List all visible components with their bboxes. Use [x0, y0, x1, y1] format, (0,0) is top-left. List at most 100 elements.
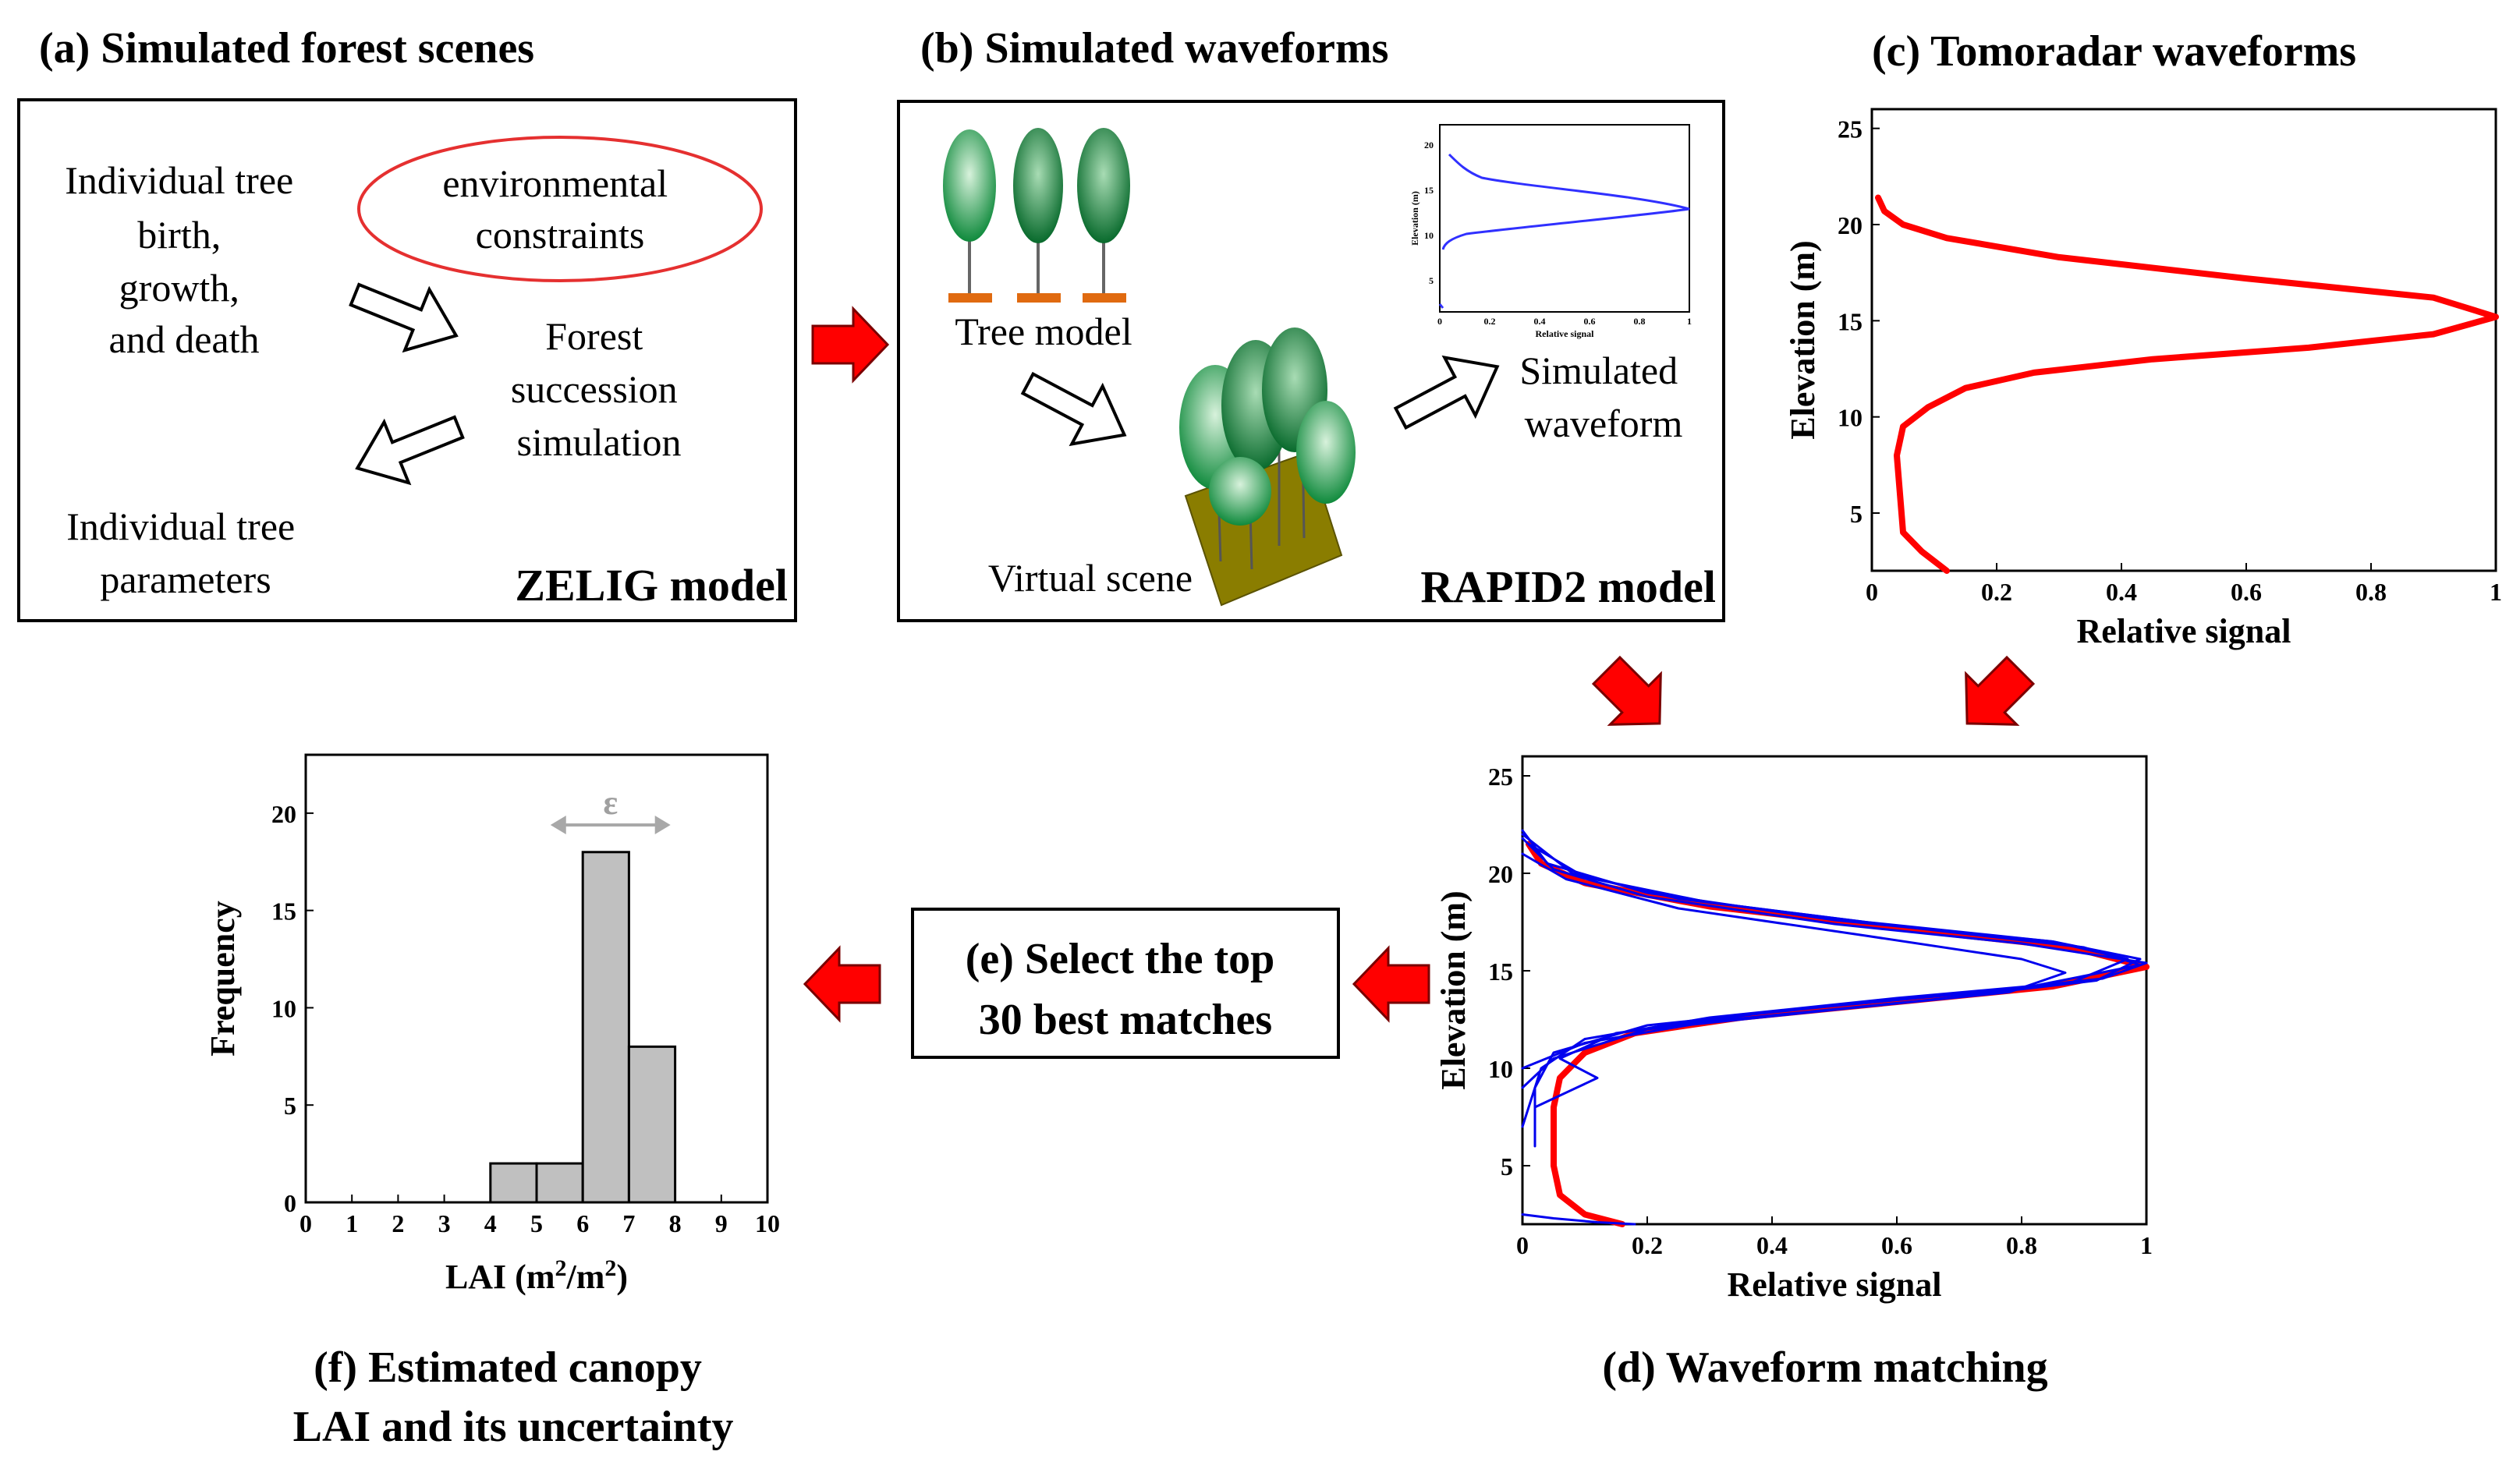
birth-growth-death-text: Individual tree birth, growth, and death: [65, 158, 303, 361]
y-tick-label: 15: [271, 897, 296, 926]
waveform-series-line: [1521, 1213, 1636, 1226]
individual-tree-parameters-text: Individual tree parameters: [66, 504, 304, 601]
y-tick-label: 0: [284, 1189, 296, 1217]
inset-waveform-curve: [1438, 153, 1690, 309]
inset-ylabel: Elevation (m): [1409, 191, 1420, 246]
inset-xtick: 0: [1437, 316, 1442, 327]
hollow-arrow-to-scene-icon: [1020, 371, 1127, 447]
waveform-series-line: [1521, 837, 2148, 1109]
x-tick-label: 3: [438, 1209, 451, 1237]
histogram-bar: [489, 1162, 538, 1204]
y-tick-label: 5: [1501, 1152, 1513, 1181]
zelig-model-label: ZELIG model: [515, 560, 788, 611]
waveform-series-line: [1521, 833, 2129, 1128]
x-tick-label: 1: [2140, 1231, 2153, 1259]
y-tick-label: 20: [1838, 211, 1863, 239]
epsilon-label: ε: [603, 784, 618, 822]
hollow-arrow-left-icon: [355, 415, 465, 486]
y-tick-label: 15: [1488, 958, 1513, 986]
waveform-series-line: [1521, 852, 2067, 1089]
x-axis-label: Relative signal: [1728, 1266, 1942, 1304]
panel-c-title: (c) Tomoradar waveforms: [1872, 27, 2356, 76]
x-axis-label: LAI (m2/m2): [445, 1255, 628, 1297]
inset-xtick: 1: [1687, 316, 1692, 327]
inset-ytick: 15: [1424, 185, 1434, 196]
x-tick-label: 4: [484, 1209, 497, 1237]
panel-f-title: (f) Estimated canopy LAI and its uncerta…: [293, 1343, 734, 1451]
panel-b-title: (b) Simulated waveforms: [920, 24, 1388, 73]
tree-model-3: [1077, 128, 1130, 303]
x-tick-label: 2: [392, 1209, 404, 1237]
panel-d-title: (d) Waveform matching: [1602, 1343, 2047, 1392]
x-axis-label: Relative signal: [2077, 612, 2291, 650]
inset-xtick: 0.6: [1584, 316, 1596, 327]
x-tick-label: 0.2: [1632, 1231, 1663, 1259]
x-tick-label: 9: [715, 1209, 728, 1237]
inset-xtick: 0.4: [1534, 316, 1546, 327]
x-tick-label: 7: [622, 1209, 635, 1237]
x-tick-label: 1: [346, 1209, 358, 1237]
forest-succession-text: Forest succession simulation: [511, 314, 687, 464]
plot-frame: [1521, 755, 2148, 1226]
x-tick-label: 0.8: [2355, 578, 2387, 606]
y-axis-label: Elevation (m): [1784, 240, 1822, 439]
uncertainty-arrowhead-right: [654, 816, 671, 834]
x-tick-label: 0.4: [1756, 1231, 1788, 1259]
flow-arrow-e-to-f-icon: [803, 945, 881, 1023]
x-tick-label: 8: [669, 1209, 682, 1237]
flow-arrow-b-to-d-icon: [1591, 655, 1662, 726]
x-tick-label: 10: [755, 1209, 780, 1237]
waveform-series-line: [1526, 841, 2150, 1227]
y-tick-label: 5: [284, 1092, 296, 1120]
hollow-arrow-right-icon: [349, 282, 459, 353]
inset-xlabel: Relative signal: [1536, 328, 1595, 339]
virtual-scene-illustration: [1179, 327, 1356, 607]
plot-frame: [304, 753, 769, 1204]
flow-arrow-d-to-e-icon: [1352, 945, 1430, 1023]
x-tick-label: 0.6: [1881, 1231, 1912, 1259]
histogram-bar: [581, 851, 630, 1204]
inset-ytick: 20: [1424, 140, 1434, 150]
inset-xtick: 0.8: [1634, 316, 1646, 327]
x-tick-label: 6: [576, 1209, 589, 1237]
y-tick-label: 25: [1838, 115, 1863, 143]
histogram-bar: [627, 1045, 677, 1204]
x-tick-label: 0.4: [2106, 578, 2137, 606]
inset-xtick: 0.2: [1484, 316, 1496, 327]
rapid2-model-label: RAPID2 model: [1420, 561, 1716, 612]
x-tick-label: 0: [1866, 578, 1878, 606]
panel-a-title: (a) Simulated forest scenes: [39, 24, 534, 73]
environmental-constraints-ellipse: [357, 136, 763, 282]
simulated-waveform-label: Simulated waveform: [1519, 349, 1687, 445]
y-tick-label: 20: [1488, 860, 1513, 888]
y-tick-label: 10: [1838, 404, 1863, 432]
uncertainty-arrowhead-left: [550, 816, 566, 834]
plot-frame: [1870, 108, 2497, 572]
y-axis-label: Elevation (m): [1434, 890, 1473, 1089]
panel-a-box: [17, 98, 797, 622]
panel-e-text: (e) Select the top 30 best matches: [966, 935, 1286, 1044]
y-tick-label: 5: [1850, 500, 1863, 528]
x-tick-label: 5: [530, 1209, 543, 1237]
inset-ytick: 5: [1429, 275, 1434, 286]
simulated-waveform-inset-chart: 20 15 10 5 0 0.2 0.4 0.6 0.8 1 Relative …: [1409, 124, 1692, 339]
virtual-scene-label: Virtual scene: [988, 556, 1193, 600]
panel-e-box: [911, 908, 1340, 1059]
y-tick-label: 10: [271, 994, 296, 1022]
x-tick-label: 0.6: [2231, 578, 2262, 606]
inset-ytick: 10: [1424, 230, 1434, 241]
histogram-bar: [535, 1162, 584, 1204]
tree-model-label: Tree model: [955, 310, 1132, 353]
y-tick-label: 25: [1488, 763, 1513, 791]
y-tick-label: 20: [271, 800, 296, 828]
x-tick-label: 0: [299, 1209, 312, 1237]
y-axis-label: Frequency: [204, 901, 242, 1057]
tree-model-1: [943, 129, 996, 303]
hollow-arrow-to-waveform-icon: [1393, 355, 1500, 430]
y-tick-label: 10: [1488, 1055, 1513, 1083]
x-tick-label: 0: [1516, 1231, 1529, 1259]
